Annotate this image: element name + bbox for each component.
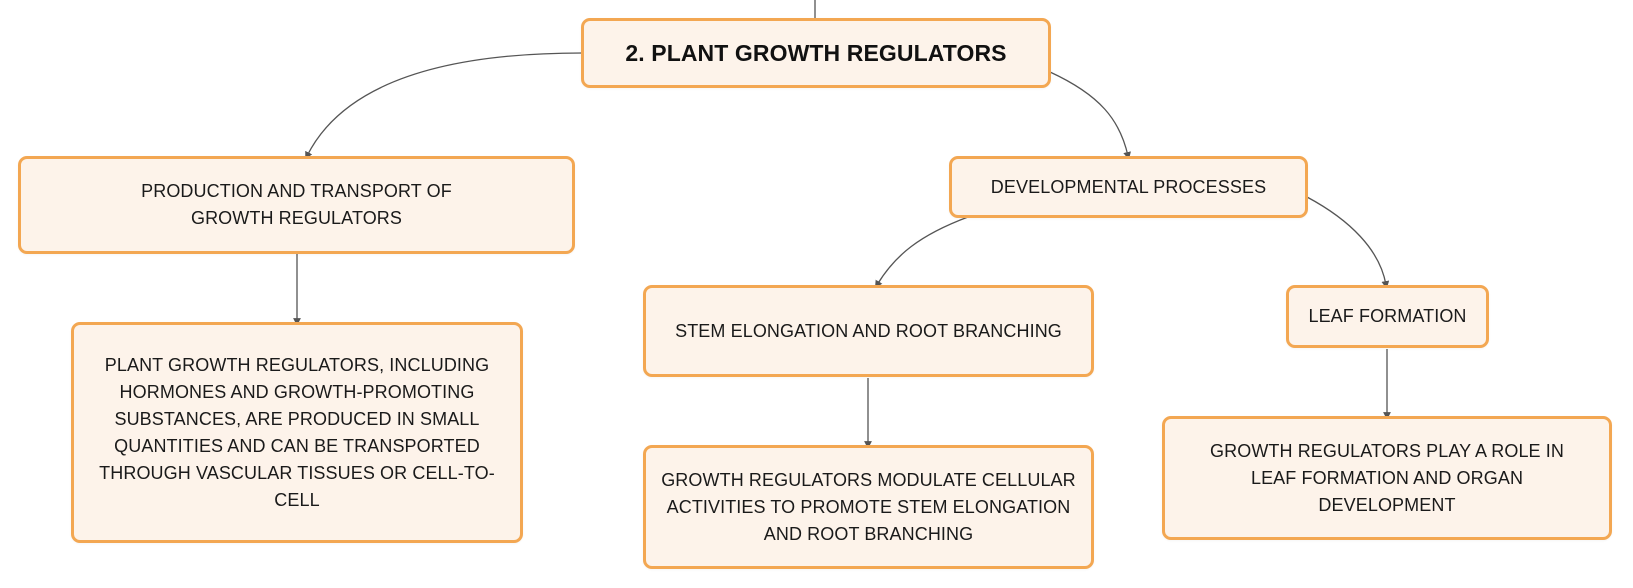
root-node-label: 2. PLANT GROWTH REGULATORS	[625, 39, 1007, 66]
leaf-formation-label: LEAF FORMATION	[1308, 306, 1467, 326]
production-transport-detail-node[interactable]: PLANT GROWTH REGULATORS, INCLUDING HORMO…	[71, 322, 523, 543]
connector-developmental-to-stem	[874, 216, 969, 289]
production-transport-label: PRODUCTION AND TRANSPORT OF GROWTH REGUL…	[141, 181, 452, 228]
production-transport-detail-text: PLANT GROWTH REGULATORS, INCLUDING HORMO…	[99, 354, 495, 510]
stem-root-detail-text: GROWTH REGULATORS MODULATE CELLULAR ACTI…	[661, 469, 1076, 544]
stem-root-label: STEM ELONGATION AND ROOT BRANCHING	[675, 320, 1062, 341]
stem-root-detail-node[interactable]: GROWTH REGULATORS MODULATE CELLULAR ACTI…	[643, 445, 1094, 569]
developmental-processes-node[interactable]: DEVELOPMENTAL PROCESSES	[949, 156, 1308, 218]
leaf-formation-detail-text: GROWTH REGULATORS PLAY A ROLE IN LEAF FO…	[1210, 440, 1564, 515]
connector-root-to-production	[305, 52, 583, 160]
developmental-processes-label: DEVELOPMENTAL PROCESSES	[990, 176, 1267, 197]
root-node[interactable]: 2. PLANT GROWTH REGULATORS	[581, 18, 1051, 88]
leaf-formation-detail-node[interactable]: GROWTH REGULATORS PLAY A ROLE IN LEAF FO…	[1162, 416, 1612, 540]
leaf-formation-node[interactable]: LEAF FORMATION	[1286, 285, 1489, 348]
production-transport-node[interactable]: PRODUCTION AND TRANSPORT OF GROWTH REGUL…	[18, 156, 575, 254]
stem-root-node[interactable]: STEM ELONGATION AND ROOT BRANCHING	[643, 285, 1094, 377]
connector-root-to-developmental	[1049, 71, 1131, 160]
connector-developmental-to-leaf	[1306, 196, 1390, 289]
